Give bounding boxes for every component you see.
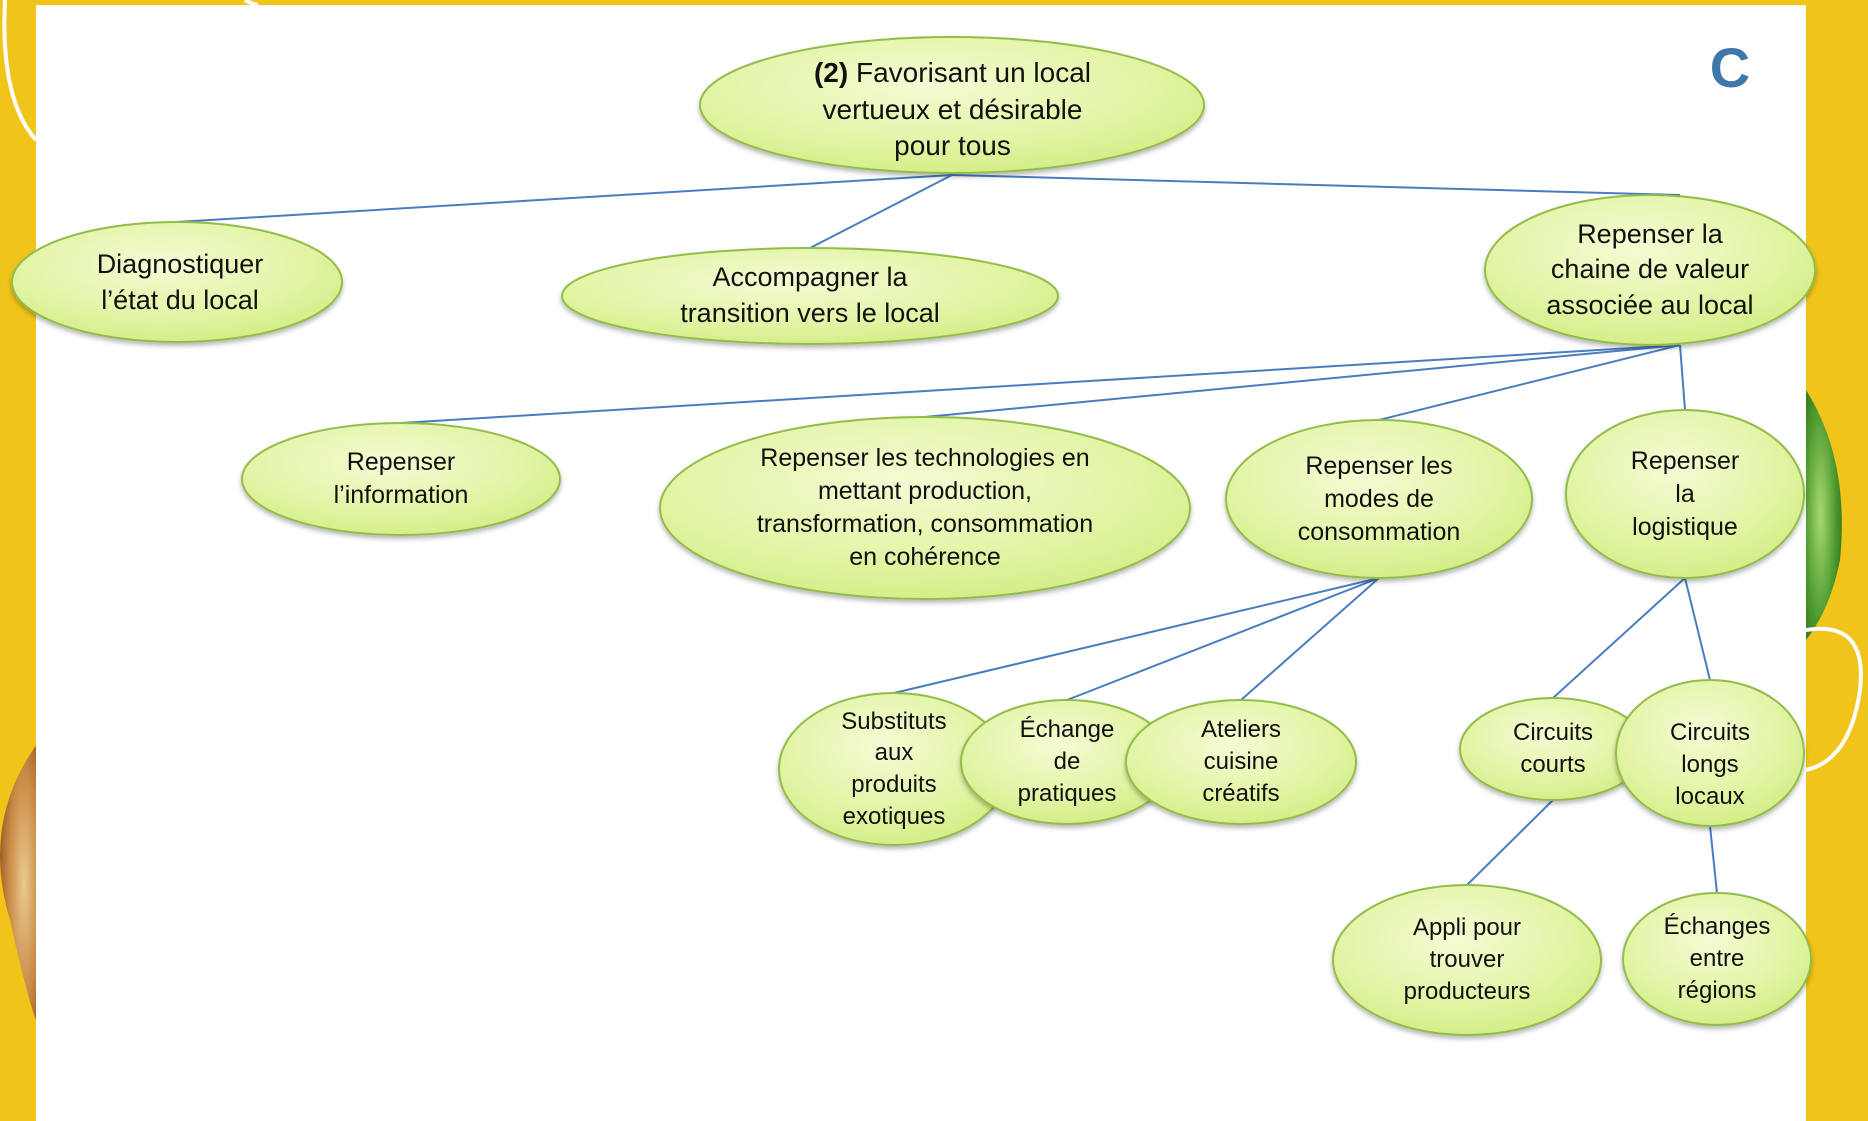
connector-line [400, 344, 1681, 424]
node-ellipse-l1-1 [561, 247, 1059, 345]
node-ellipse-l2-3 [1565, 409, 1805, 579]
connector-line [1240, 577, 1380, 701]
node-ellipse-l4-1 [1622, 892, 1812, 1026]
white-arc-top-left [2, 0, 38, 142]
node-ellipse-l1-0 [11, 221, 343, 343]
connector-line [1679, 344, 1686, 411]
connector-line [924, 344, 1681, 418]
connector-line [176, 174, 953, 223]
connector-line [1552, 577, 1686, 699]
connector-line [1466, 799, 1554, 886]
connector-line [951, 174, 1681, 196]
connector-line [1378, 344, 1681, 421]
bread-image [0, 740, 40, 1030]
node-ellipse-root [699, 36, 1205, 174]
node-ellipse-l2-1 [659, 416, 1191, 600]
leaf-image [1806, 390, 1842, 640]
connector-line [893, 577, 1380, 694]
corner-letter: C [1709, 36, 1751, 99]
connector-line [809, 174, 953, 249]
white-arc-top [244, 0, 259, 7]
node-ellipse-c-2 [1125, 699, 1357, 825]
node-ellipse-l2-2 [1225, 419, 1533, 579]
white-arc-right [1805, 626, 1863, 772]
connector-line [1066, 577, 1380, 701]
connectors [176, 174, 1718, 894]
node-ellipse-l1-2 [1484, 194, 1816, 346]
node-ellipse-l2-0 [241, 422, 561, 536]
node-ellipse-g-1 [1615, 679, 1805, 827]
connector-line [1709, 825, 1718, 894]
connector-line [1684, 577, 1711, 681]
node-ellipse-l4-0 [1332, 884, 1602, 1036]
nodes [11, 36, 1816, 1036]
